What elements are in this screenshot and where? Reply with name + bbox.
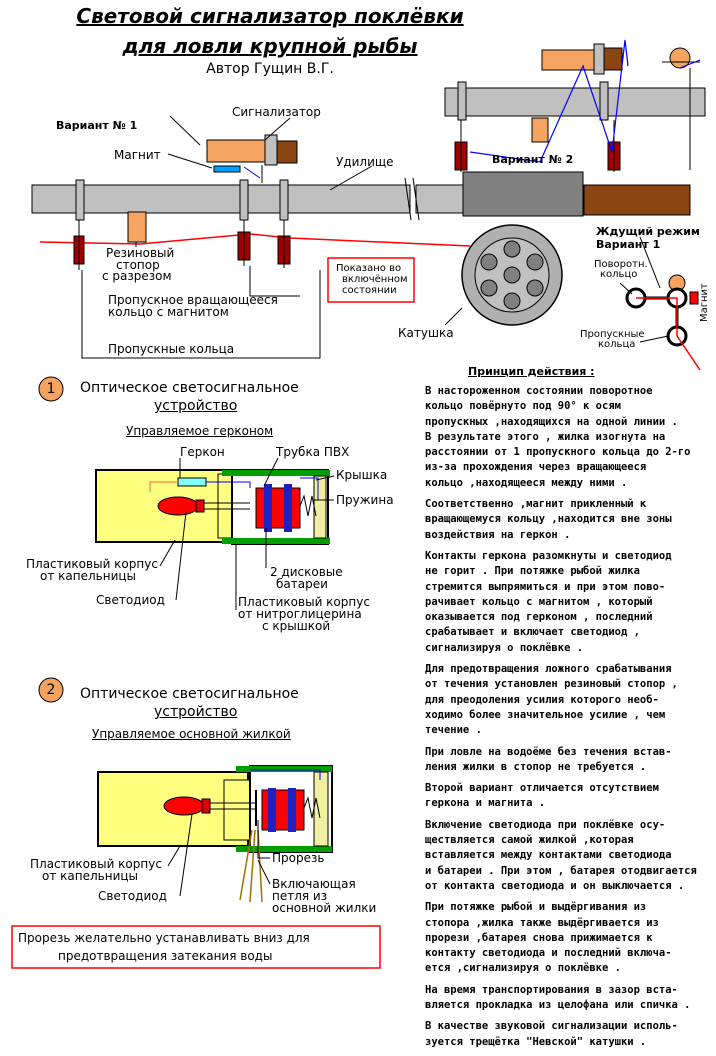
rod-handle bbox=[583, 184, 691, 216]
principle-paragraph: Второй вариант отличается отсутствием ге… bbox=[425, 782, 659, 810]
principle-paragraph: В качестве звуковой сигнализации исполь-… bbox=[425, 1020, 678, 1048]
device1-label-body1-1: Пластиковый корпус bbox=[26, 557, 158, 571]
label-stopper-2: стопор bbox=[116, 258, 160, 272]
device2-label-led: Светодиод bbox=[98, 889, 167, 903]
label-rotating-ring-2: кольцо с магнитом bbox=[108, 305, 229, 319]
note-box bbox=[11, 925, 381, 969]
principle-paragraph: Контакты геркона разомкнуты и светодиод … bbox=[425, 549, 672, 654]
label-variant1: Вариант № 1 bbox=[56, 119, 138, 132]
device1-batteries bbox=[255, 487, 301, 529]
label-rod: Удилище bbox=[336, 155, 394, 169]
principle-paragraph: В настороженном состоянии поворотное кол… bbox=[425, 385, 691, 489]
device1-label-batteries-1: 2 дисковые bbox=[270, 565, 343, 579]
device1-label-batteries-2: батареи bbox=[276, 577, 328, 591]
diagram-canvas bbox=[11, 39, 706, 969]
device2-led bbox=[163, 796, 205, 816]
principle-paragraph: При ловле на водоёме без течения встав- … bbox=[425, 745, 672, 773]
label-magnet: Магнит bbox=[114, 148, 161, 162]
label-stopper-3: с разрезом bbox=[102, 269, 172, 283]
principle-paragraph: Для предотвращения ложного срабатывания … bbox=[425, 663, 678, 737]
device2-label-slot: Прорезь bbox=[272, 851, 325, 865]
label-rotating-ring2-1: Поворотн. bbox=[594, 259, 648, 270]
label-pass-rings2-2: кольца bbox=[598, 339, 636, 350]
label-shown-2: включённом bbox=[342, 274, 408, 285]
device2-title-2: устройство bbox=[154, 704, 238, 720]
device2-label-loop-1: Включающая bbox=[272, 877, 356, 891]
device1-number-badge bbox=[38, 376, 64, 402]
device1-label-spring: Пружина bbox=[336, 493, 394, 507]
rubber-stopper bbox=[127, 211, 147, 243]
label-shown-1: Показано во bbox=[336, 263, 402, 274]
label-variant2: Вариант № 2 bbox=[492, 153, 574, 166]
device2-label-body1-1: Пластиковый корпус bbox=[30, 857, 162, 871]
reel-seat bbox=[462, 171, 584, 217]
label-pass-rings2-1: Пропускные bbox=[580, 329, 645, 340]
label-stopper-1: Резиновый bbox=[106, 246, 175, 260]
device1-label-reed: Геркон bbox=[180, 445, 225, 459]
device1-label-body2-3: с крышкой bbox=[262, 619, 331, 633]
device1-title-2: устройство bbox=[154, 398, 238, 414]
label-shown-3: состоянии bbox=[342, 285, 397, 296]
device1-label-cap: Крышка bbox=[336, 468, 388, 482]
device1-label-led: Светодиод bbox=[96, 593, 165, 607]
principle-paragraph: На время транспортирования в зазор вста-… bbox=[425, 983, 691, 1011]
device1-title-1: Оптическое светосигнальное bbox=[80, 380, 299, 396]
note-line-2: предотвращения затекания воды bbox=[58, 949, 273, 963]
rod-body bbox=[31, 184, 411, 214]
label-signalizer: Сигнализатор bbox=[232, 105, 321, 119]
page-title: Световой сигнализатор поклёвки bbox=[76, 4, 464, 28]
label-standby: Ждущий режим bbox=[596, 225, 700, 238]
signalizer bbox=[206, 139, 266, 163]
principle-paragraph: При потяжке рыбой и выдёргивания из стоп… bbox=[425, 901, 672, 975]
device1-label-body1-2: от капельницы bbox=[40, 569, 137, 583]
principle-paragraph: Соответственно ,магнит прикленный к вращ… bbox=[425, 498, 672, 541]
device1-label-pvc: Трубка ПВХ bbox=[276, 445, 350, 459]
device2-subtitle: Управляемое основной жилкой bbox=[92, 727, 291, 741]
rod-variant2 bbox=[444, 87, 706, 117]
magnet bbox=[213, 165, 241, 173]
device2-number-badge bbox=[38, 677, 64, 703]
device2-number: 2 bbox=[46, 682, 56, 698]
device2-label-loop-3: основной жилки bbox=[272, 901, 377, 915]
device1-label-body2-1: Пластиковый корпус bbox=[238, 595, 370, 609]
shown-state-box bbox=[327, 257, 415, 303]
principle-title: Принцип действия : bbox=[468, 365, 595, 378]
device2-label-body1-2: от капельницы bbox=[42, 869, 139, 883]
device1-number: 1 bbox=[46, 381, 56, 397]
principle-paragraph: Включение светодиода при поклёвке осу- щ… bbox=[425, 818, 697, 892]
principle-text: В настороженном состоянии поворотное кол… bbox=[425, 384, 716, 1056]
device1-reed bbox=[177, 477, 207, 487]
device1-led bbox=[157, 496, 199, 516]
label-variant1-short: Вариант 1 bbox=[596, 238, 661, 251]
label-pass-rings: Пропускные кольца bbox=[108, 342, 235, 356]
device2-title-1: Оптическое светосигнальное bbox=[80, 686, 299, 702]
label-reel: Катушка bbox=[398, 326, 454, 340]
device2-label-loop-2: петля из bbox=[272, 889, 328, 903]
note-line-1: Прорезь желательно устанавливать вниз дл… bbox=[18, 931, 310, 945]
label-magnet-vertical: Магнит bbox=[699, 283, 710, 322]
page-subtitle: для ловли крупной рыбы bbox=[122, 34, 418, 58]
device1-subtitle: Управляемое герконом bbox=[126, 424, 274, 438]
label-rotating-ring-1: Пропускное вращающееся bbox=[108, 293, 278, 307]
fishing-line bbox=[39, 233, 471, 247]
author: Автор Гущин В.Г. bbox=[206, 61, 334, 77]
device1-label-body2-2: от нитроглицерина bbox=[238, 607, 362, 621]
label-rotating-ring2-2: кольцо bbox=[600, 269, 638, 280]
